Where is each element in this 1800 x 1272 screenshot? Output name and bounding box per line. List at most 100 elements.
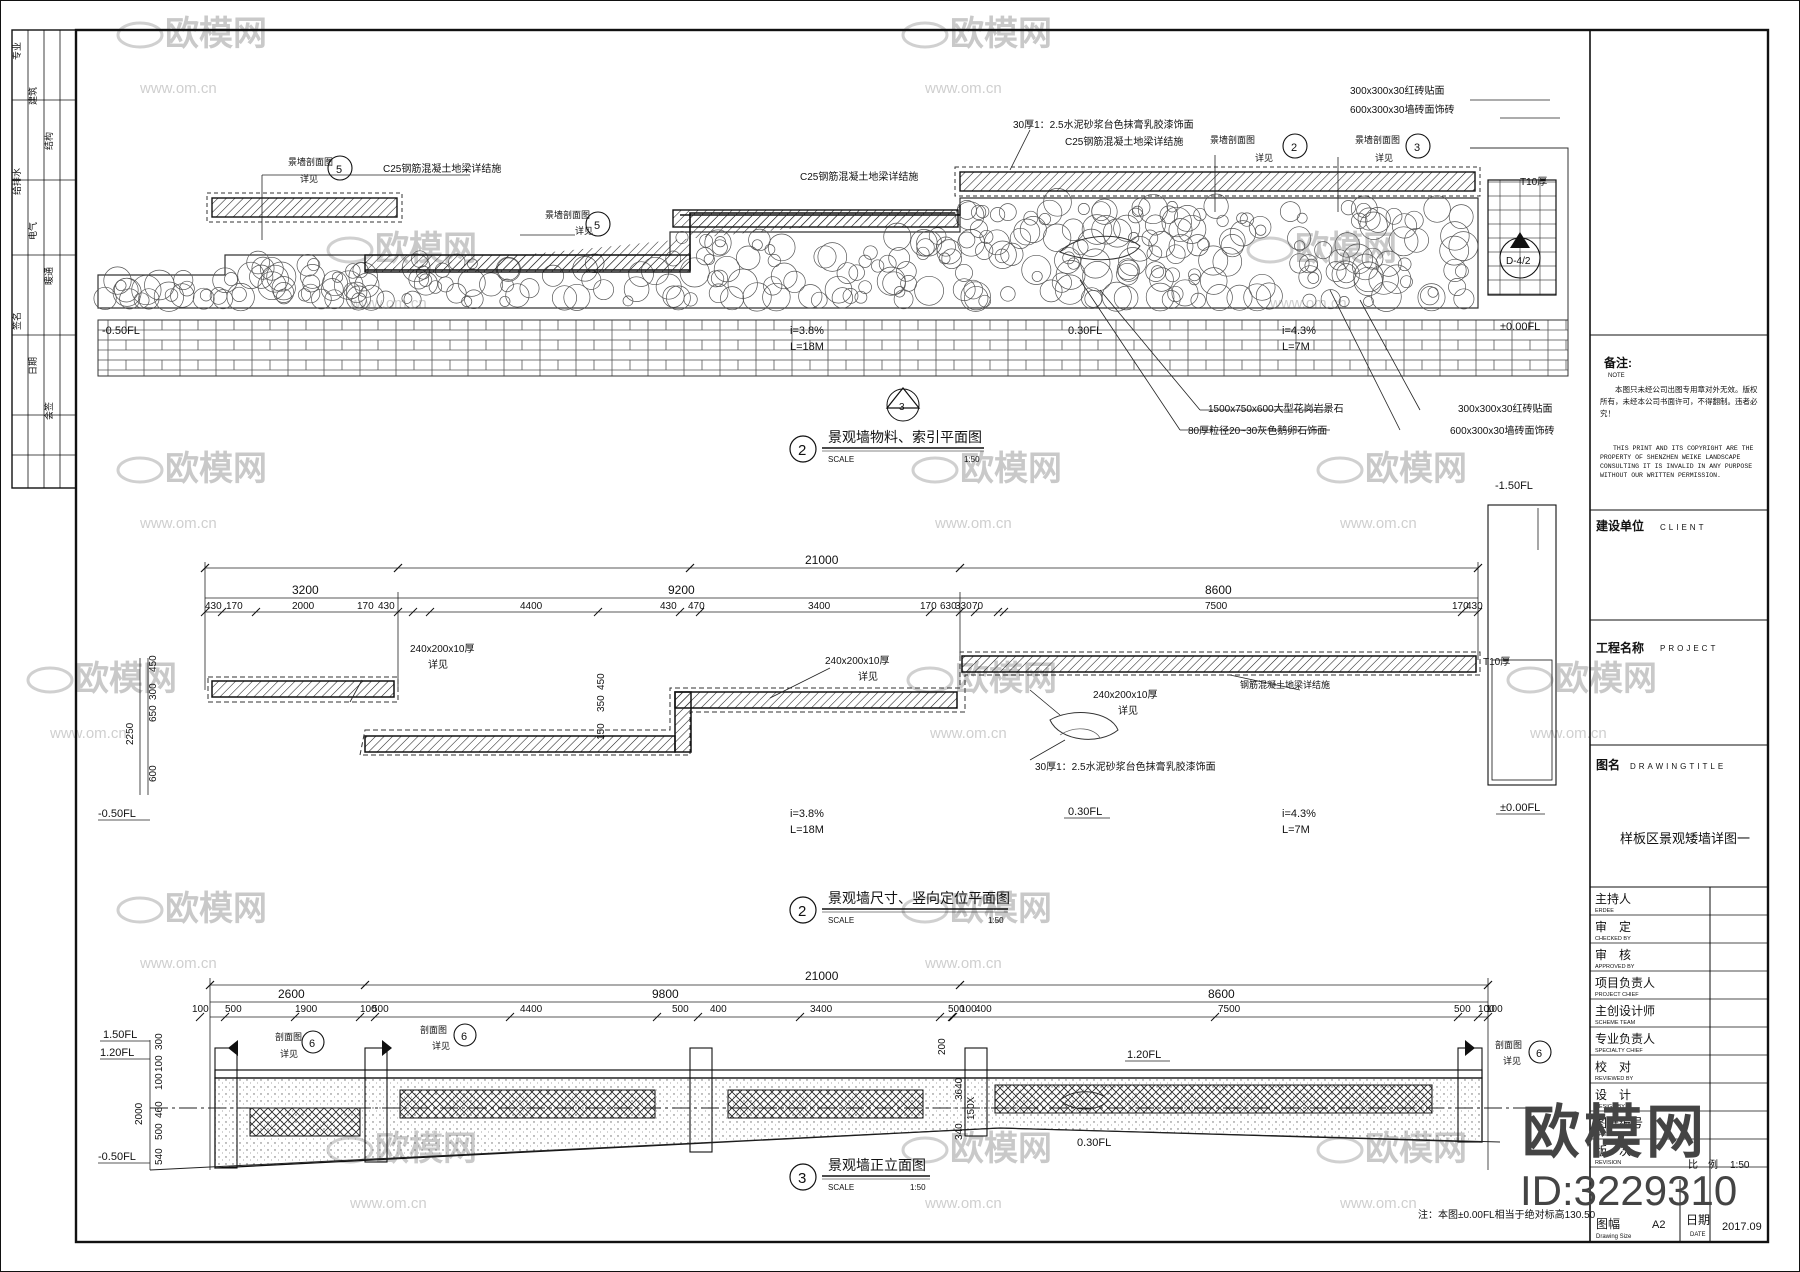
pebble — [246, 250, 270, 275]
pebble — [960, 281, 991, 312]
watermark-url: www.om.cn — [924, 80, 1002, 97]
plan2-vdim-label: 600 — [148, 765, 159, 782]
svg-text:5: 5 — [594, 220, 600, 232]
pebble — [1168, 218, 1193, 243]
pebble — [1338, 296, 1350, 307]
pebble — [1368, 264, 1399, 295]
left-strip-label: 结构 — [43, 132, 54, 150]
titleblock-role: 审 定 — [1595, 919, 1631, 934]
pebble — [1036, 199, 1063, 226]
pebble — [1084, 290, 1103, 308]
elev-dim-label: 4400 — [520, 1004, 543, 1015]
svg-text:1:50: 1:50 — [1730, 1160, 1750, 1171]
pebble — [1161, 290, 1181, 309]
pebble — [1391, 213, 1418, 239]
sec-label-3: 景墙剖面图 — [1210, 134, 1255, 145]
pebble — [963, 279, 984, 300]
pebble — [1117, 259, 1140, 282]
elev-dim-label: 100 — [192, 1004, 209, 1015]
svg-text:SCALE: SCALE — [828, 1183, 854, 1192]
svg-text:1:50: 1:50 — [910, 1183, 926, 1192]
pebble — [1226, 284, 1253, 311]
pebble — [703, 253, 715, 265]
pebble — [1448, 204, 1474, 229]
svg-text:0.30FL: 0.30FL — [1077, 1137, 1111, 1149]
svg-text:-0.50FL: -0.50FL — [98, 1151, 136, 1163]
level-mid: 0.30FL — [1068, 325, 1102, 337]
length-1: L=18M — [790, 341, 824, 353]
elev-dim-label: 1900 — [295, 1004, 318, 1015]
elev-vdim-label: 300 — [154, 1033, 165, 1050]
svg-text:5: 5 — [336, 164, 342, 176]
pebble — [296, 254, 320, 277]
pebble — [1353, 261, 1384, 293]
svg-text:±0.00FL: ±0.00FL — [1500, 802, 1540, 814]
pebble — [666, 285, 691, 311]
plan2-vdim-label: 450 — [596, 673, 607, 690]
pebble — [153, 281, 184, 312]
pebble — [1359, 211, 1388, 240]
plan2-dim-label: 170 — [920, 601, 937, 612]
pebble — [1116, 258, 1139, 281]
pebble — [500, 278, 514, 293]
pebble — [1102, 218, 1132, 248]
pebble — [446, 283, 467, 304]
watermark-logo — [326, 236, 374, 264]
pebble — [893, 286, 906, 298]
pebble — [1188, 268, 1201, 282]
pebble — [413, 271, 438, 296]
watermark-layer: 欧模网www.om.cn欧模网www.om.cn欧模网www.om.cn欧模网w… — [26, 15, 1657, 1212]
drawing-frame — [74, 28, 1770, 1244]
pebble — [464, 289, 484, 310]
date-value: 2017.09 — [1722, 1221, 1762, 1233]
pebble — [1279, 201, 1301, 222]
watermark-logo — [901, 1136, 949, 1164]
t10-label: T10厚 — [1520, 176, 1547, 188]
pebble — [708, 283, 729, 304]
watermark-brand: 欧模网 — [165, 15, 267, 53]
pebble — [115, 279, 127, 292]
watermark-url: www.om.cn — [1529, 725, 1607, 742]
pebble — [499, 295, 511, 307]
svg-text:8600: 8600 — [1205, 583, 1232, 597]
elev-dim-label: 100 — [360, 1004, 377, 1015]
svg-text:T10厚: T10厚 — [1483, 656, 1510, 668]
pebble — [971, 204, 987, 220]
watermark-url: www.om.cn — [1269, 295, 1347, 312]
watermark-logo — [1506, 666, 1554, 694]
svg-text:SCALE: SCALE — [828, 455, 854, 464]
elev-dim-label: 400 — [710, 1004, 727, 1015]
footing-outline — [359, 651, 1481, 756]
watermark-url: www.om.cn — [929, 725, 1007, 742]
svg-text:详见: 详见 — [428, 658, 448, 671]
pebble — [824, 275, 853, 304]
pebble — [133, 292, 150, 309]
pebble — [1404, 227, 1429, 253]
plan1-title: 景观墙物料、索引平面图 — [828, 429, 982, 445]
pebble — [1307, 272, 1320, 284]
pebble — [1054, 246, 1082, 274]
pebble — [1357, 207, 1381, 231]
dim-total: 21000 — [805, 553, 839, 567]
pebble — [276, 288, 292, 305]
svg-text:比 例: 比 例 — [1688, 1158, 1718, 1171]
watermark-brand: 欧模网 — [165, 890, 267, 928]
left-strip-label: 日期 — [28, 357, 38, 375]
watermark-url: www.om.cn — [924, 1195, 1002, 1212]
pebble — [1101, 281, 1132, 312]
elev-dim-label: 500 — [225, 1004, 242, 1015]
pebble-wall-outline — [97, 197, 1479, 309]
watermark-url: www.om.cn — [1339, 515, 1417, 532]
pebble — [505, 283, 530, 308]
svg-text:1.20FL: 1.20FL — [1127, 1049, 1161, 1061]
svg-text:SCALE: SCALE — [828, 916, 854, 925]
pebble — [237, 261, 265, 289]
level-left: -0.50FL — [102, 325, 140, 337]
pebble — [1091, 201, 1111, 222]
pebble — [1177, 214, 1207, 244]
pebble — [1302, 293, 1317, 308]
svg-text:-0.50FL: -0.50FL — [98, 808, 136, 820]
pebble — [727, 268, 758, 299]
plan2-title: 景观墙尺寸、竖向定位平面图 — [828, 890, 1010, 906]
pebble — [1131, 197, 1151, 217]
